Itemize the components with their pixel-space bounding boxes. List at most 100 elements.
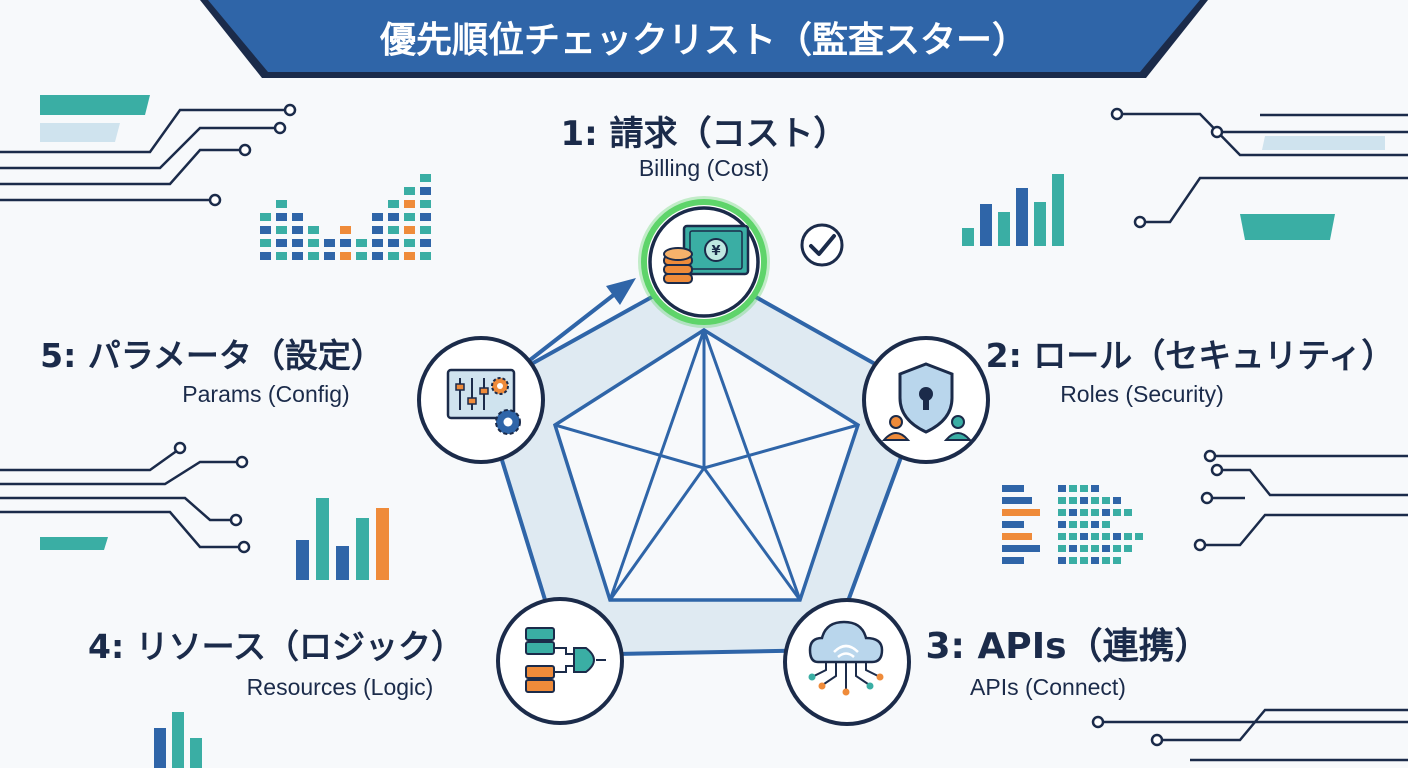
decor-bar: [980, 204, 992, 246]
decor-bar-segment: [420, 226, 431, 234]
label-params: 5: パラメータ（設定） Params (Config): [40, 336, 384, 407]
decor-bar-segment: [292, 226, 303, 234]
label-roles-jp: 2: ロール（セキュリティ）: [986, 336, 1395, 375]
label-billing-jp: 1: 請求（コスト）: [560, 114, 847, 154]
node-billing[interactable]: ¥: [638, 196, 770, 328]
node-resources[interactable]: [496, 597, 624, 725]
decor-bar-segment: [260, 213, 271, 221]
circuit-lines-mid-left: [0, 441, 251, 554]
decor-bar-segment: [404, 226, 415, 234]
decor-bar-segment: [1002, 521, 1024, 528]
stripe-decor-top-right: [1240, 136, 1385, 240]
decor-bar-segment: [1069, 533, 1077, 540]
decor-bar-segment: [1091, 485, 1099, 492]
decor-bar-segment: [1069, 485, 1077, 492]
decor-bar-segment: [1069, 521, 1077, 528]
label-resources-en: Resources (Logic): [247, 674, 434, 700]
decor-bar: [962, 228, 974, 246]
decor-bar-segment: [1058, 557, 1066, 564]
money-coins-icon: ¥: [663, 224, 750, 284]
decor-bar-segment: [1058, 533, 1066, 540]
page-title: 優先順位チェックリスト（監査スター）: [379, 20, 1028, 61]
decor-bar-segment: [276, 200, 287, 208]
label-params-jp: 5: パラメータ（設定）: [40, 336, 384, 375]
decor-bar-segment: [1002, 485, 1024, 492]
decor-bar-segment: [1069, 557, 1077, 564]
sliders-gear-icon: [446, 368, 521, 435]
decor-bar-segment: [372, 252, 383, 260]
arrow-to-billing: [528, 278, 636, 362]
decor-bar-segment: [1113, 533, 1121, 540]
node-params[interactable]: [417, 336, 545, 464]
decor-bar-segment: [308, 239, 319, 247]
decor-bar: [998, 212, 1010, 246]
decor-bar-segment: [420, 213, 431, 221]
decor-bar-segment: [372, 226, 383, 234]
decor-bar-segment: [1080, 545, 1088, 552]
decor-bar: [190, 738, 202, 768]
decor-bar-segment: [308, 226, 319, 234]
label-resources-jp: 4: リソース（ロジック）: [88, 627, 464, 666]
decor-bar: [356, 518, 369, 580]
decor-bar-segment: [356, 252, 367, 260]
decor-bar-segment: [1102, 545, 1110, 552]
decor-bar-segment: [1113, 509, 1121, 516]
decor-bar-segment: [1069, 497, 1077, 504]
decor-bar-segment: [1102, 521, 1110, 528]
decor-bar-segment: [276, 213, 287, 221]
stripe-decor-top-left: [40, 95, 150, 142]
decor-bar-segment: [1080, 485, 1088, 492]
decor-bar-segment: [404, 239, 415, 247]
decor-bar-segment: [1058, 509, 1066, 516]
decor-bar: [1016, 188, 1028, 246]
decor-bar-segment: [404, 252, 415, 260]
circuit-lines-bottom-right: [1091, 708, 1408, 762]
decor-bar-segment: [404, 213, 415, 221]
decor-bar-segment: [276, 239, 287, 247]
label-apis: 3: APIs（連携） APIs (Connect): [925, 626, 1210, 700]
decor-bar: [1034, 202, 1046, 246]
node-roles[interactable]: [862, 336, 990, 464]
decor-bar-segment: [276, 252, 287, 260]
node-apis[interactable]: [783, 598, 911, 726]
decor-bar-segment: [1002, 533, 1032, 540]
decor-bar-segment: [1091, 497, 1099, 504]
cloud-network-icon: [808, 620, 884, 696]
label-resources: 4: リソース（ロジック） Resources (Logic): [88, 627, 464, 700]
decor-bar-segment: [1091, 545, 1099, 552]
label-apis-en: APIs (Connect): [970, 674, 1126, 700]
decor-bar-segment: [420, 200, 431, 208]
decor-bar-segment: [1002, 497, 1032, 504]
decor-bar-segment: [340, 226, 351, 234]
decor-bar: [1052, 174, 1064, 246]
bar-chart-decor-bottom-left: [154, 712, 202, 768]
decor-bar-segment: [324, 239, 335, 247]
server-logic-gate-icon: [525, 627, 606, 693]
decor-bar-segment: [420, 174, 431, 182]
decor-bar-segment: [260, 239, 271, 247]
decor-bar-segment: [1102, 557, 1110, 564]
decor-bar-segment: [340, 239, 351, 247]
decor-bar-segment: [1002, 557, 1024, 564]
decor-bar-segment: [1058, 521, 1066, 528]
decor-bar: [336, 546, 349, 580]
decor-bar-segment: [1002, 545, 1040, 552]
decor-bar: [154, 728, 166, 768]
decor-bar: [296, 540, 309, 580]
decor-bar-segment: [1080, 521, 1088, 528]
circuit-lines-top-right: [1110, 107, 1408, 229]
decor-bar-segment: [404, 187, 415, 195]
decor-bar-segment: [372, 213, 383, 221]
decor-bar-segment: [1069, 545, 1077, 552]
decor-bar-segment: [1091, 533, 1099, 540]
decor-bar-segment: [420, 187, 431, 195]
decor-bar: [172, 712, 184, 768]
decor-bar-segment: [388, 213, 399, 221]
decor-bar-segment: [1058, 545, 1066, 552]
label-billing: 1: 請求（コスト） Billing (Cost): [560, 114, 847, 181]
decor-bar-segment: [1080, 497, 1088, 504]
inner-pentagon: [552, 327, 861, 602]
label-billing-en: Billing (Cost): [639, 155, 769, 181]
decor-bar-segment: [340, 252, 351, 260]
